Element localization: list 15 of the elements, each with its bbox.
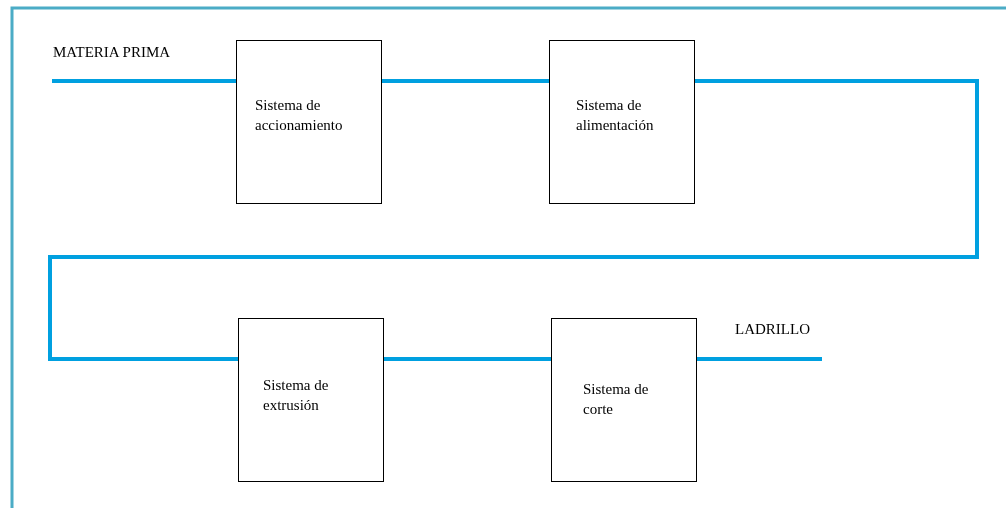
process-box	[549, 40, 695, 204]
process-label: Sistema de accionamiento	[255, 96, 344, 135]
flow-label: LADRILLO	[735, 321, 810, 338]
flow-label: MATERIA PRIMA	[53, 44, 171, 61]
process-label: Sistema de alimentación	[576, 96, 655, 135]
process-label: Sistema de corte	[583, 380, 650, 419]
connector-line	[697, 357, 822, 361]
process-label: Sistema de extrusión	[263, 376, 330, 415]
connector-line	[48, 79, 979, 361]
process-box	[236, 40, 382, 204]
process-box	[238, 318, 384, 482]
connector-line	[382, 79, 549, 83]
connector-line	[384, 357, 551, 361]
process-box	[551, 318, 697, 482]
connector-line	[52, 79, 236, 83]
